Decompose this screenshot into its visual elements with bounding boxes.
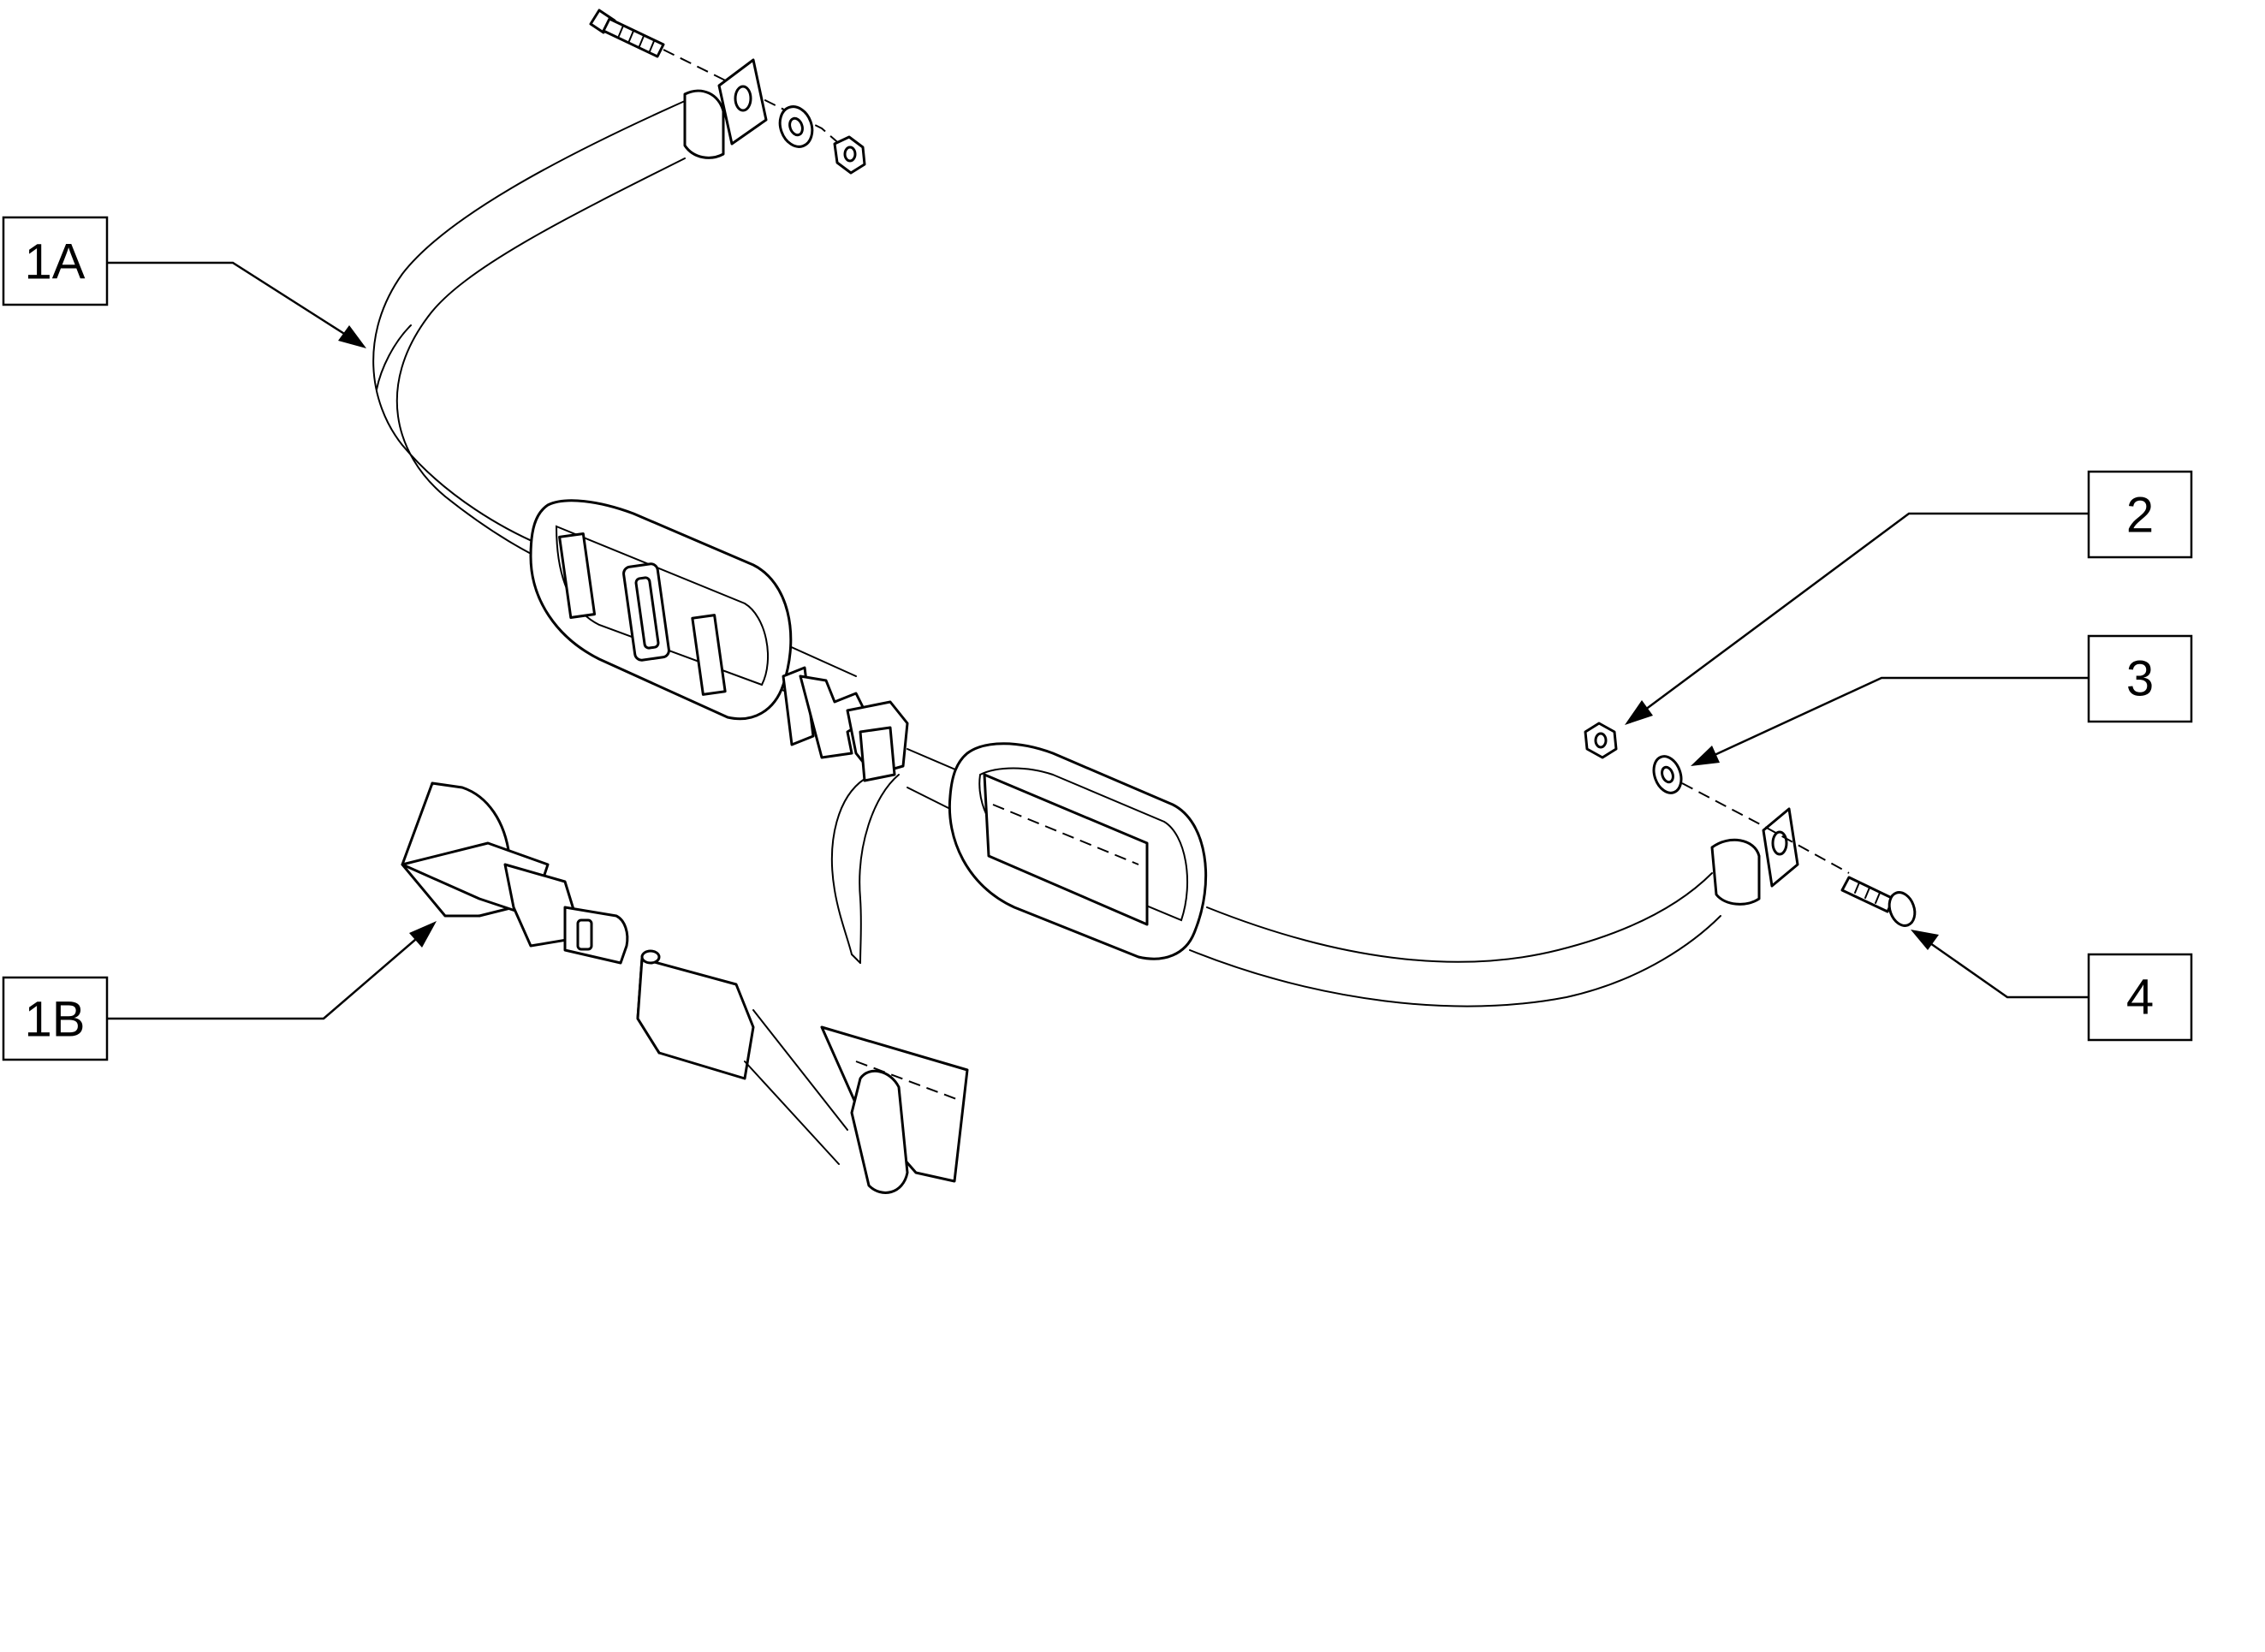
callout-2-arrowhead xyxy=(1625,700,1653,725)
callout-3-label: 3 xyxy=(2126,651,2154,707)
top-mounting-hardware xyxy=(589,9,866,175)
callout-1b: 1B xyxy=(2,921,437,1061)
callout-2: 2 xyxy=(1625,470,2193,725)
callout-3-arrowhead xyxy=(1691,746,1720,766)
right-bolt xyxy=(1840,876,1917,927)
lap-belt-strap xyxy=(372,58,1799,1007)
callout-4-arrowhead xyxy=(1911,930,1939,950)
top-bolt xyxy=(589,9,665,58)
callout-1a-arrowhead xyxy=(338,325,366,348)
right-shoulder-pad xyxy=(948,742,1208,960)
callout-1a-label: 1A xyxy=(25,235,86,290)
callout-2-label: 2 xyxy=(2126,488,2154,544)
left-shoulder-pad xyxy=(529,499,793,721)
callout-1b-arrowhead xyxy=(409,921,437,948)
callout-3: 3 xyxy=(1691,634,2193,766)
callout-1b-label: 1B xyxy=(25,992,86,1048)
callout-1a: 1A xyxy=(2,216,366,348)
auto-style-buckle-assembly xyxy=(401,781,969,1194)
right-mounting-hardware xyxy=(1584,722,1917,927)
center-side-release-buckle xyxy=(782,666,909,964)
callout-4: 4 xyxy=(1911,930,2193,1042)
callout-4-label: 4 xyxy=(2126,970,2154,1025)
